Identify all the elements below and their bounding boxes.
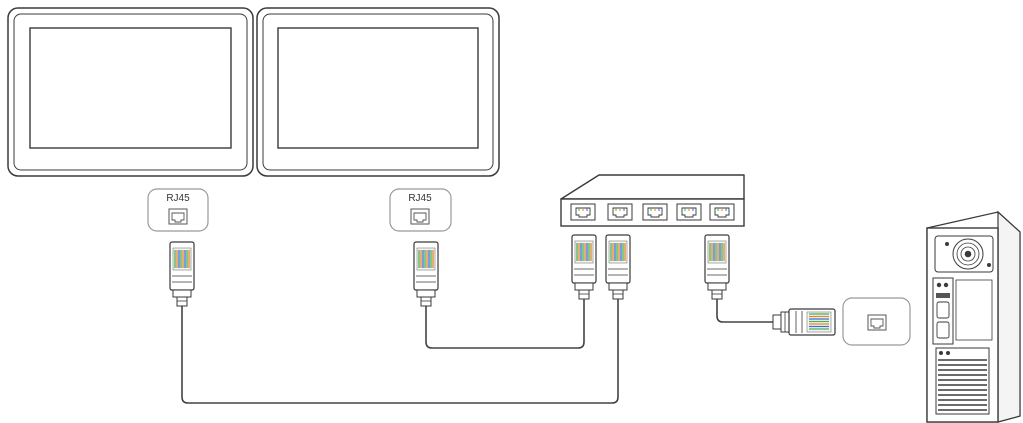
monitor-1-rj45-port: RJ45 bbox=[147, 188, 209, 232]
monitor-2-port-label: RJ45 bbox=[408, 193, 432, 204]
monitor-2-rj45-port: RJ45 bbox=[389, 188, 452, 232]
monitor-1 bbox=[7, 7, 254, 177]
pc-lan-port bbox=[842, 297, 911, 346]
cable-monitor-1-to-hub bbox=[181, 298, 619, 404]
rj45-plug-monitor-2 bbox=[413, 241, 439, 307]
network-hub bbox=[560, 174, 745, 227]
rj45-plug-pc bbox=[772, 308, 836, 336]
rj45-plug-hub-a bbox=[571, 234, 597, 300]
monitor-1-port-label: RJ45 bbox=[166, 193, 190, 204]
hub-port-3 bbox=[642, 203, 668, 221]
cable-monitor-2-to-hub bbox=[425, 298, 585, 349]
hub-port-5 bbox=[709, 203, 735, 221]
cables bbox=[181, 298, 775, 404]
cable-hub-to-pc bbox=[716, 298, 775, 323]
monitor-2 bbox=[256, 7, 500, 177]
hub-port-4 bbox=[676, 203, 702, 221]
hub-port-1 bbox=[570, 203, 596, 221]
hub-port-2 bbox=[607, 203, 633, 221]
rj45-plug-hub-b bbox=[605, 234, 631, 300]
pc-tower bbox=[926, 210, 1021, 423]
rj45-plug-hub-c bbox=[704, 234, 730, 300]
rj45-plug-monitor-1 bbox=[169, 241, 195, 307]
